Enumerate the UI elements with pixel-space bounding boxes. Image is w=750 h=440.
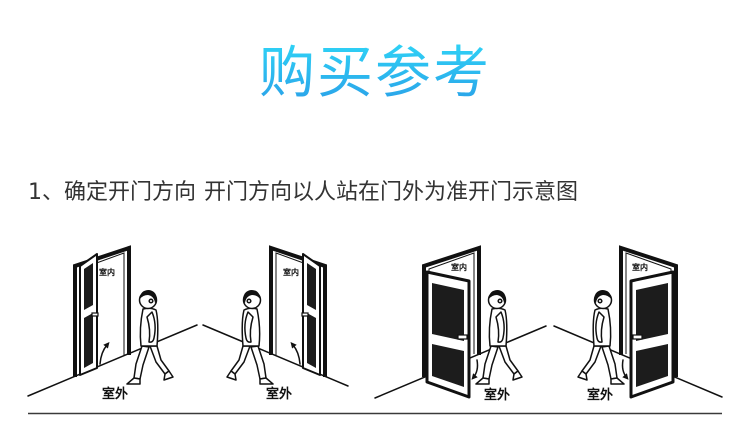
indoor-label: 室内 <box>99 267 115 277</box>
door-glass-lower <box>636 344 668 387</box>
step-note: 开门方向以人站在门外为准开门示意图 <box>204 180 579 205</box>
door-glass-upper <box>307 263 316 310</box>
push-direction-arrow-icon <box>99 342 110 365</box>
outdoor-label: 室外 <box>266 386 292 402</box>
door-glass-upper <box>84 263 93 310</box>
page-title: 购买参考 <box>0 38 750 110</box>
person-icon <box>475 289 523 385</box>
outdoor-label: 室外 <box>587 387 613 403</box>
arrow-head <box>471 373 478 380</box>
person-icon <box>126 289 174 385</box>
indoor-label: 室内 <box>632 262 648 272</box>
person-icon <box>577 289 625 385</box>
outdoor-label: 室外 <box>484 387 510 403</box>
mirrored-group <box>226 245 327 385</box>
door-opens-inward-hinge-right-icon <box>269 245 327 377</box>
door-glass-upper <box>432 283 464 341</box>
arrow-curve <box>99 344 108 365</box>
arrow-head <box>290 342 297 349</box>
door-diagram-1: 室内 室外 <box>27 245 198 402</box>
door-diagram-2: 室内 室外 <box>202 245 349 402</box>
pull-direction-arrow-icon <box>621 359 629 380</box>
door-glass-lower <box>84 313 93 368</box>
outdoor-label: 室外 <box>102 386 128 402</box>
arrow-head <box>622 373 629 380</box>
door-diagram-4: 室内 室外 <box>553 245 723 403</box>
door-handle <box>457 334 468 340</box>
push-direction-arrow-icon <box>290 342 301 365</box>
door-handle <box>632 334 643 340</box>
door-frame <box>73 245 131 377</box>
door-handle <box>91 312 99 317</box>
pull-direction-arrow-icon <box>471 359 479 380</box>
door-frame <box>619 245 678 377</box>
step-label: 1、确定开门方向 <box>28 180 196 205</box>
indoor-label: 室内 <box>451 262 467 272</box>
floor-line <box>27 324 198 397</box>
arrow-curve <box>292 344 301 365</box>
door-glass-lower <box>307 313 316 368</box>
door-frame <box>269 245 327 377</box>
door-frame <box>422 245 481 377</box>
door-glass-upper <box>636 283 668 341</box>
door-opens-outward-hinge-left-icon <box>422 245 481 399</box>
mirrored-group <box>577 245 678 399</box>
door-glass-lower <box>432 344 464 387</box>
person-icon <box>226 289 274 385</box>
door-opens-inward-hinge-left-icon <box>73 245 131 377</box>
step-instruction: 1、确定开门方向开门方向以人站在门外为准开门示意图 <box>28 178 578 208</box>
door-opens-outward-hinge-right-icon <box>619 245 678 399</box>
door-opening-diagrams: 室内 室外 室内 室外 <box>27 245 723 415</box>
indoor-label: 室内 <box>283 267 299 277</box>
door-handle <box>301 312 309 317</box>
door-diagram-3: 室内 室外 <box>374 245 547 403</box>
arrow-head <box>103 342 110 349</box>
